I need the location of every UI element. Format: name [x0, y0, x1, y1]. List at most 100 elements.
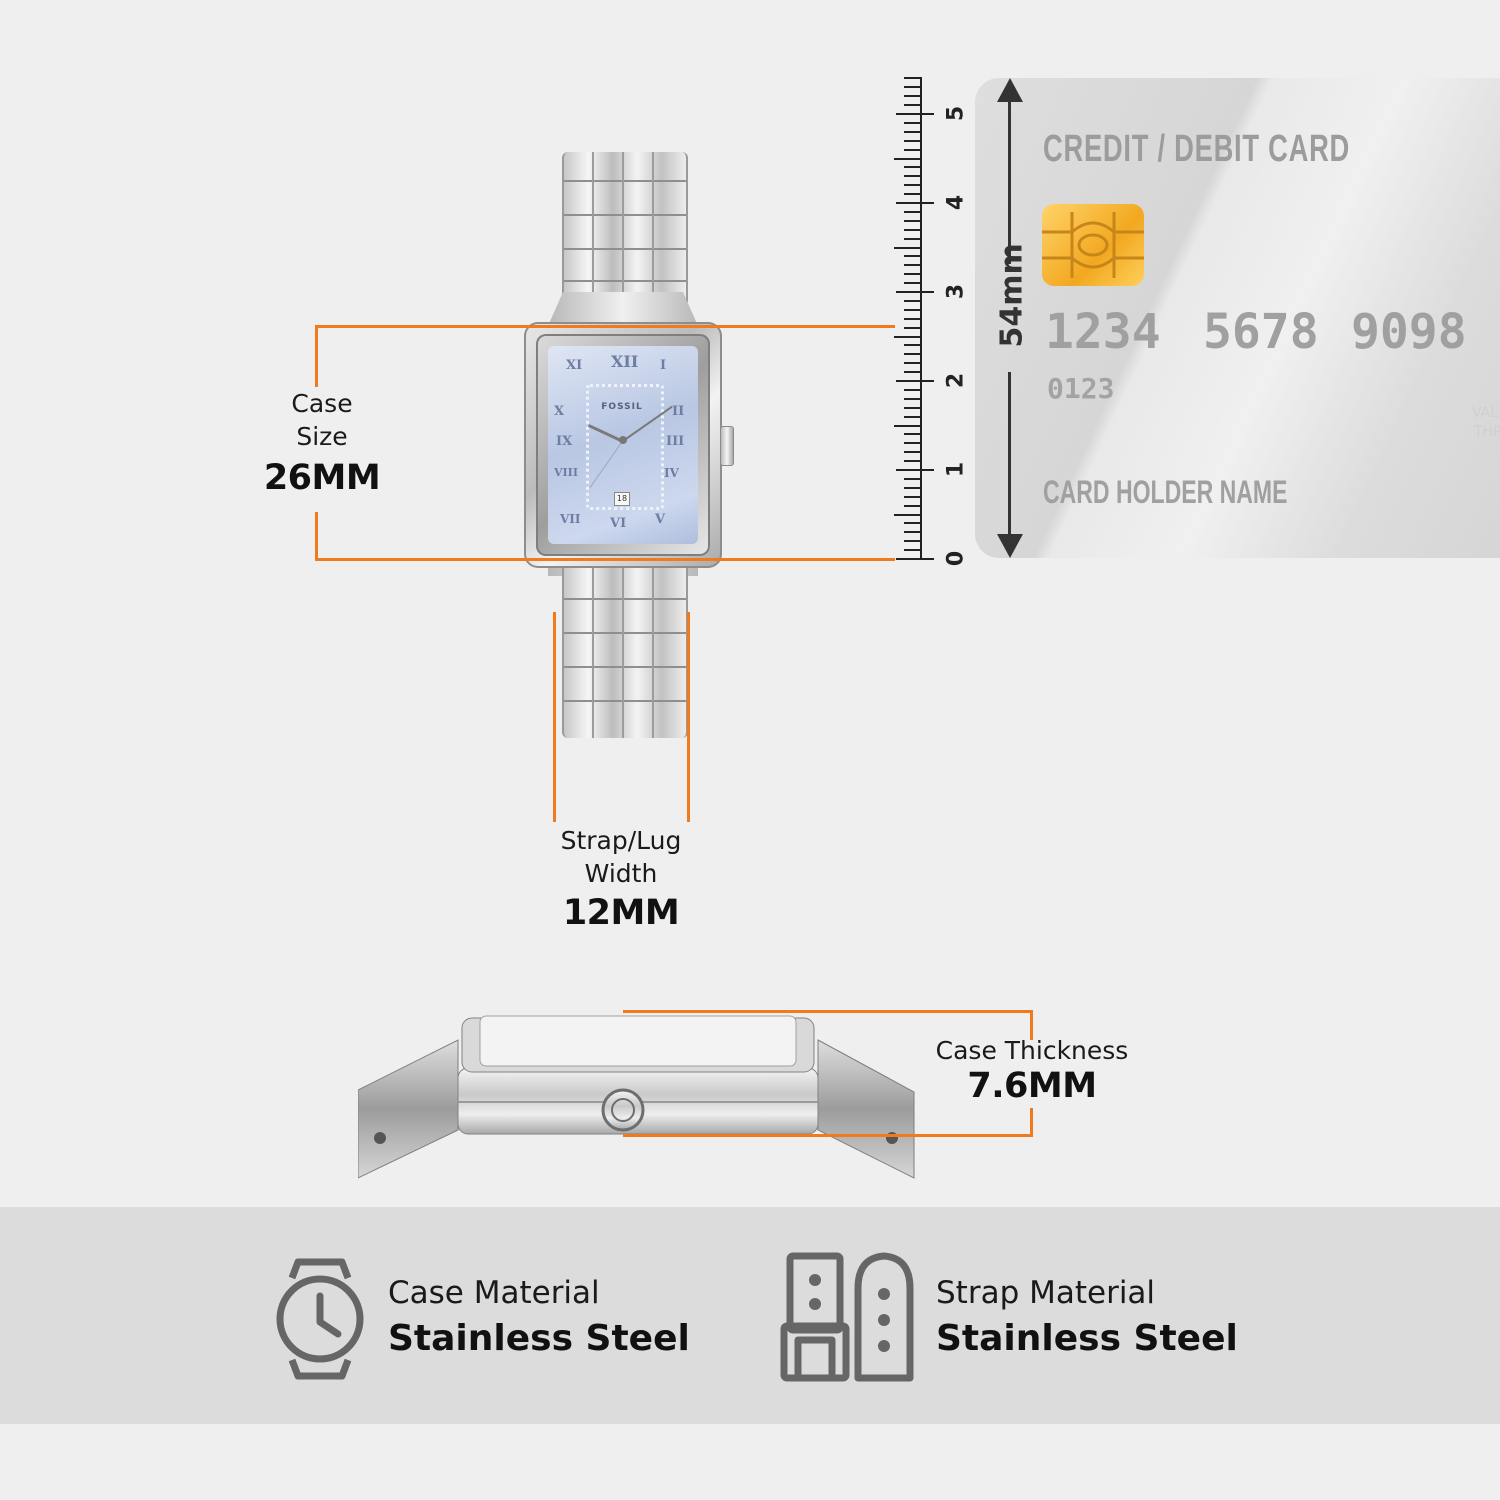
strap-icon	[780, 1252, 914, 1382]
ruler-tick	[904, 219, 920, 222]
ruler-tick	[894, 424, 920, 427]
ruler-tick	[904, 415, 920, 418]
ruler-tick	[904, 255, 920, 258]
ruler-tick	[904, 495, 920, 498]
ruler-tick	[904, 77, 920, 80]
ruler-tick	[904, 308, 920, 311]
ruler-tick	[904, 522, 920, 525]
ruler-tick	[904, 193, 920, 196]
thickness-value: 7.6MM	[967, 1066, 1097, 1106]
ruler-tick	[904, 362, 920, 365]
ruler-tick	[896, 380, 934, 382]
watch-crown	[720, 426, 734, 466]
ruler-tick	[904, 388, 920, 391]
ruler-tick	[904, 460, 920, 463]
ruler-tick	[904, 264, 920, 267]
ruler-tick	[904, 273, 920, 276]
case-size-bottom-line	[315, 558, 895, 561]
ruler-tick	[904, 540, 920, 543]
ruler-tick	[904, 504, 920, 507]
card-faded-text-1: VAL	[1472, 405, 1499, 421]
ruler-tick	[904, 210, 920, 213]
date-window: 18	[614, 492, 630, 506]
watch-brand: FOSSIL	[601, 402, 643, 412]
card-faded-text-2: THR	[1474, 424, 1500, 440]
ruler-tick	[904, 184, 920, 187]
ruler-tick	[896, 558, 934, 560]
ruler-tick	[904, 95, 920, 98]
credit-card	[975, 78, 1500, 558]
ruler-number-2: 2	[943, 372, 969, 389]
ruler-tick	[904, 166, 920, 169]
numeral-12: XII	[611, 352, 639, 371]
ruler-tick	[904, 282, 920, 285]
ruler-tick	[904, 486, 920, 489]
card-number-group-3: 9098	[1351, 304, 1467, 360]
ruler-tick	[894, 157, 920, 160]
card-small-number: 0123	[1047, 372, 1115, 405]
thickness-bottom-line	[623, 1134, 1033, 1137]
arrow-down-icon	[997, 534, 1023, 558]
ruler-tick	[904, 139, 920, 142]
ruler-number-4: 4	[943, 194, 969, 211]
card-number-group-1: 1234	[1045, 304, 1161, 360]
numeral-5: V	[655, 512, 666, 527]
ruler-tick	[896, 291, 934, 293]
ruler-tick	[904, 451, 920, 454]
ruler-tick	[896, 113, 934, 115]
ruler-number-5: 5	[943, 105, 969, 122]
ruler-tick	[904, 237, 920, 240]
card-holder-name: CARD HOLDER NAME	[1043, 474, 1288, 510]
ruler-tick	[904, 406, 920, 409]
ruler-tick	[904, 317, 920, 320]
ruler-tick	[904, 228, 920, 231]
numeral-3: III	[666, 434, 685, 449]
ruler-number-3: 3	[943, 283, 969, 300]
ruler-number-0: 0	[943, 550, 969, 567]
case-size-label-1: Case	[291, 389, 353, 418]
ruler-tick	[894, 246, 920, 249]
numeral-2: II	[672, 404, 685, 419]
strap-material-label: Strap Material	[936, 1275, 1156, 1311]
card-height-arrow-bottom	[1008, 372, 1011, 542]
strap-width-label-1: Strap/Lug	[560, 826, 682, 855]
ruler-tick	[904, 175, 920, 178]
arrow-up-icon	[997, 78, 1023, 102]
ruler-tick	[894, 513, 920, 516]
bracelet-bottom	[562, 568, 688, 738]
ruler-spine	[920, 77, 922, 560]
case-material-value: Stainless Steel	[388, 1318, 690, 1359]
ruler-tick	[904, 121, 920, 124]
numeral-7: VII	[560, 512, 581, 526]
numeral-8: VIII	[554, 466, 578, 479]
thickness-top-line	[623, 1010, 1033, 1013]
ruler-tick	[904, 397, 920, 400]
crystal-set-frame	[586, 384, 664, 510]
thickness-bracket-top	[1030, 1010, 1033, 1040]
card-title: CREDIT / DEBIT CARD	[1043, 128, 1351, 170]
ruler-tick	[904, 104, 920, 107]
ruler-tick	[904, 130, 920, 133]
ruler-tick	[896, 469, 934, 471]
card-chip-icon	[1042, 204, 1144, 286]
thickness-bracket-bottom	[1030, 1108, 1033, 1137]
strap-width-value: 12MM	[562, 893, 680, 933]
ruler-tick	[904, 549, 920, 552]
ruler-tick	[904, 86, 920, 89]
numeral-10: X	[554, 404, 565, 419]
numeral-11: XI	[566, 358, 583, 373]
watch-dial	[548, 346, 698, 544]
ruler-tick	[904, 353, 920, 356]
ruler-tick	[904, 326, 920, 329]
case-size-label-2: Size	[296, 422, 348, 451]
numeral-4: IV	[664, 466, 679, 480]
ruler-tick	[904, 531, 920, 534]
numeral-1: I	[660, 358, 667, 373]
ruler-number-1: 1	[943, 461, 969, 478]
case-size-bracket-bottom	[315, 512, 318, 561]
bracelet-top	[562, 152, 688, 302]
case-material-label: Case Material	[388, 1275, 600, 1311]
card-height-label: 54mm	[994, 243, 1030, 348]
ruler-tick	[904, 299, 920, 302]
materials-band	[0, 1207, 1500, 1424]
